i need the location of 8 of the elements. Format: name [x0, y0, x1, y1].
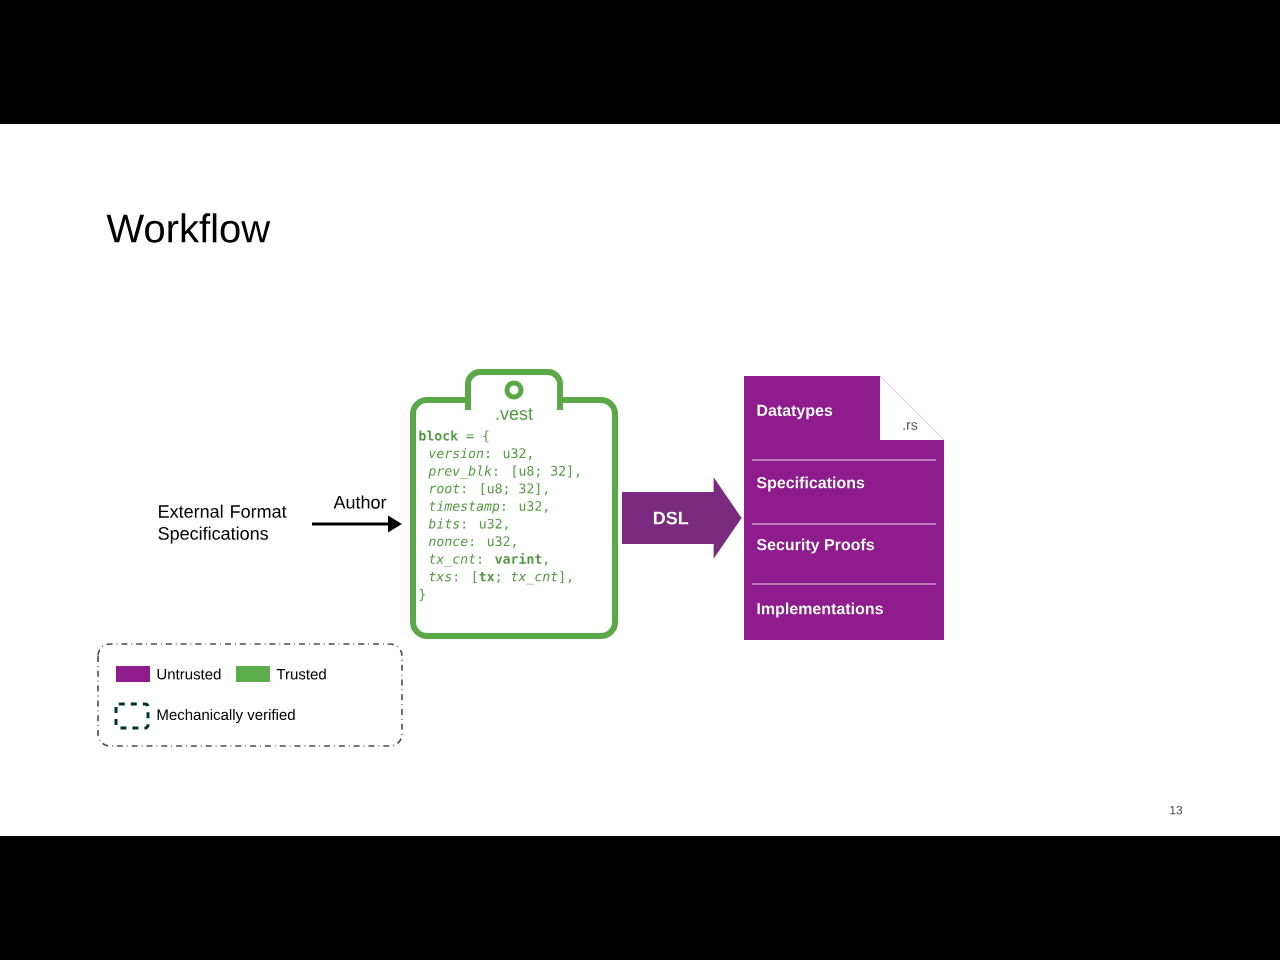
heading-text: External Format Specifications: [158, 504, 287, 544]
section-label: Implementations: [757, 602, 883, 618]
slide-title: Workflow: [106, 213, 271, 243]
section-label: Security Proofs: [756, 538, 874, 554]
section-label: Specifications: [756, 476, 865, 492]
edge-label: Author: [331, 493, 389, 511]
section-label: Datatypes: [757, 404, 833, 420]
edge-label: DSL: [653, 511, 689, 525]
